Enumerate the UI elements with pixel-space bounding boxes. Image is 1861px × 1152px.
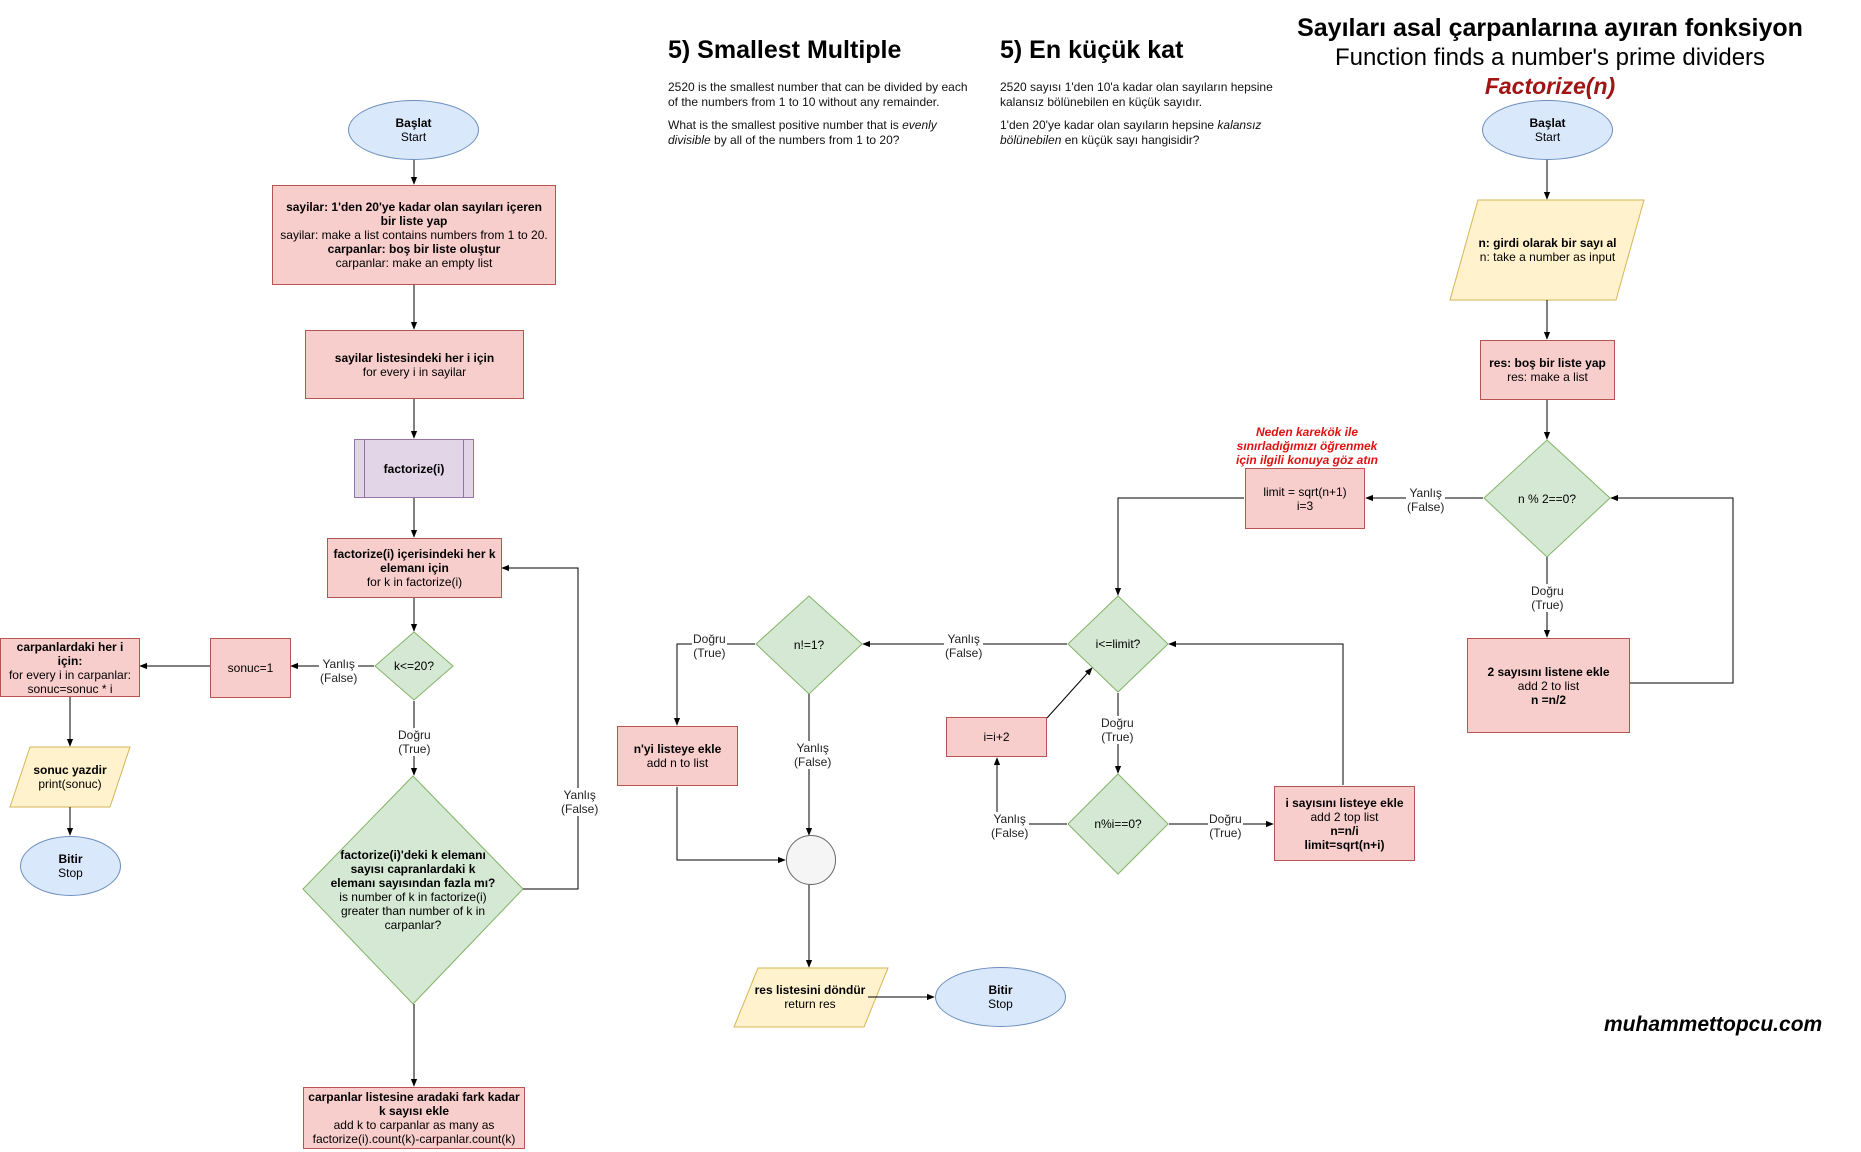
limit-init-node: limit = sqrt(n+1)i=3 xyxy=(1245,468,1365,529)
factor-header-tr: Sayıları asal çarpanlarına ayıran fonksi… xyxy=(1297,14,1803,42)
title-en: 5) Smallest Multiple xyxy=(668,36,902,64)
loop-carpanlar-node: carpanlardaki her i için:for every i in … xyxy=(0,638,140,697)
init-lists-node: sayilar: 1'den 20'ye kadar olan sayıları… xyxy=(272,185,556,285)
decision-even: n % 2==0? xyxy=(1517,491,1577,506)
decision-n1: n!=1? xyxy=(793,638,825,652)
factorize-call-node: factorize(i) xyxy=(354,439,474,498)
label-even-false: Yanlış(False) xyxy=(1406,486,1446,514)
site-watermark: muhammettopcu.com xyxy=(1604,1013,1823,1036)
decision-mod-shape xyxy=(1067,773,1169,875)
decision-mod: n%i==0? xyxy=(1094,817,1142,831)
label-mod-false: Yanlış(False) xyxy=(990,812,1030,840)
add-k-node: carpanlar listesine aradaki fark kadar k… xyxy=(303,1087,525,1149)
decision-k-shape xyxy=(374,631,454,701)
decision-count: factorize(i)'deki k elemanı sayısı capra… xyxy=(330,848,496,932)
desc-tr-1: 2520 sayısı 1'den 10'a kadar olan sayıla… xyxy=(1000,80,1273,109)
decision-limit-shape xyxy=(1067,595,1169,693)
decision-limit: i<=limit? xyxy=(1095,637,1141,651)
io-return-shape xyxy=(733,967,889,1028)
label-n1-false: Yanlış(False) xyxy=(793,741,833,769)
label-count-false: Yanlış(False) xyxy=(560,788,600,816)
io-print-shape xyxy=(9,746,131,808)
decision-k: k<=20? xyxy=(393,659,435,673)
desc-tr-2: 1'den 20'ye kadar olan sayıların hepsine… xyxy=(1000,118,1262,147)
factor-header-en: Function finds a number's prime dividers xyxy=(1334,44,1766,71)
sqrt-note: Neden karekök ile sınırladığımızı öğrenm… xyxy=(1235,425,1378,467)
decision-count-shape xyxy=(302,775,524,1005)
desc-en-2: What is the smallest positive number tha… xyxy=(668,118,937,147)
sonuc-init-node: sonuc=1 xyxy=(210,638,291,698)
merge-node xyxy=(786,835,836,885)
label-limit-true: Doğru(True) xyxy=(1100,716,1135,744)
title-tr: 5) En küçük kat xyxy=(1000,36,1184,64)
label-mod-true: Doğru(True) xyxy=(1208,812,1243,840)
factor-function-name: Factorize(n) xyxy=(1484,73,1616,99)
increment-i-node: i=i+2 xyxy=(946,717,1047,757)
desc-en-1: 2520 is the smallest number that can be … xyxy=(668,80,968,109)
label-n1-true: Doğru(True) xyxy=(692,632,727,660)
loop-k-node: factorize(i) içerisindeki her k elemanı … xyxy=(327,538,502,598)
io-input-shape xyxy=(1449,199,1645,301)
label-limit-false: Yanlış(False) xyxy=(944,632,984,660)
label-k-false: Yanlış(False) xyxy=(319,657,359,685)
label-even-true: Doğru(True) xyxy=(1530,584,1565,612)
label-k-true: Doğru(True) xyxy=(397,728,432,756)
